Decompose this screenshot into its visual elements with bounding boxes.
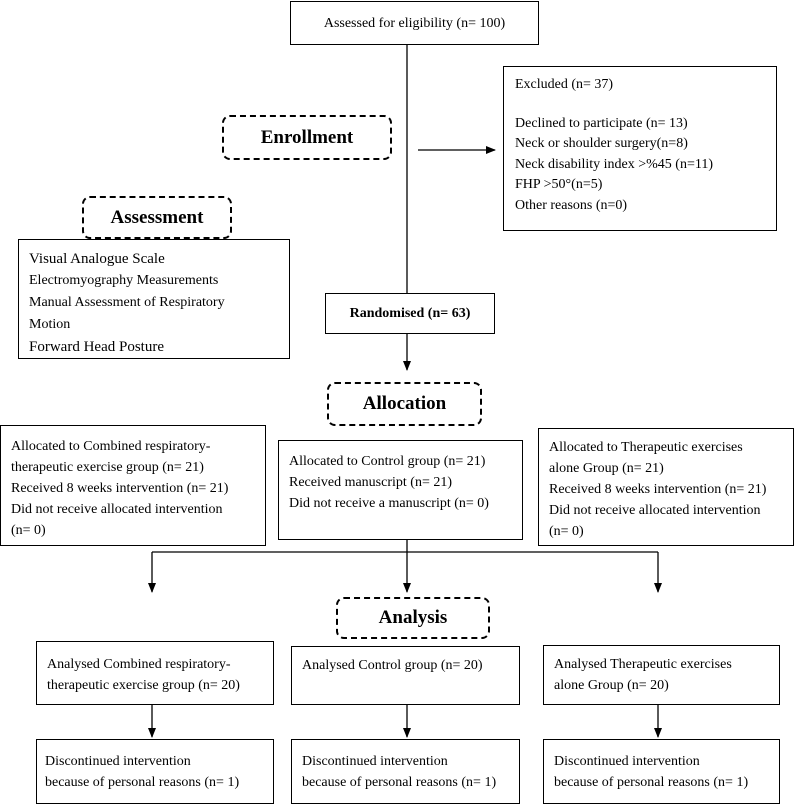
group-line: (n= 0)	[549, 524, 584, 539]
group-line: alone Group (n= 21)	[549, 461, 664, 476]
assessment-stage-label: Assessment	[82, 196, 232, 239]
group-line: (n= 0)	[11, 523, 46, 538]
enrollment-stage-label: Enrollment	[222, 115, 392, 160]
randomised-box: Randomised (n= 63)	[325, 293, 495, 334]
allocation-group-therapeutic: Allocated to Therapeutic exercises alone…	[538, 428, 794, 546]
group-line: therapeutic exercise group (n= 20)	[47, 678, 240, 693]
discontinued-control: Discontinued intervention because of per…	[291, 739, 520, 804]
analysed-group-control: Analysed Control group (n= 20)	[291, 646, 520, 705]
group-line: Analysed Therapeutic exercises	[554, 657, 732, 672]
group-line: alone Group (n= 20)	[554, 678, 669, 693]
excluded-box: Excluded (n= 37) Declined to participate…	[503, 66, 777, 231]
group-line: Received 8 weeks intervention (n= 21)	[11, 481, 229, 496]
excluded-title: Excluded (n= 37)	[515, 77, 614, 92]
assessment-item: Manual Assessment of Respiratory	[29, 295, 225, 310]
allocation-group-combined: Allocated to Combined respiratory- thera…	[0, 425, 266, 546]
group-line: because of personal reasons (n= 1)	[554, 775, 749, 790]
randomised-text: Randomised (n= 63)	[349, 305, 471, 321]
group-line: because of personal reasons (n= 1)	[45, 775, 240, 790]
group-line: Allocated to Therapeutic exercises	[549, 440, 743, 455]
excluded-reason: Other reasons (n=0)	[515, 197, 628, 213]
group-line: Did not receive allocated intervention	[11, 502, 223, 517]
group-line: Discontinued intervention	[554, 754, 700, 769]
excluded-reason: FHP >50°(n=5)	[515, 177, 603, 192]
analysis-stage-label: Analysis	[336, 597, 490, 639]
group-line: Analysed Combined respiratory-	[47, 657, 231, 672]
assessment-item: Motion	[29, 317, 71, 332]
discontinued-therapeutic: Discontinued intervention because of per…	[543, 739, 780, 804]
discontinued-combined: Discontinued intervention because of per…	[36, 739, 274, 804]
assessment-item: Visual Analogue Scale	[29, 251, 165, 267]
group-line: therapeutic exercise group (n= 21)	[11, 460, 204, 475]
assessment-box: Visual Analogue Scale Electromyography M…	[18, 239, 290, 359]
excluded-reason: Neck or shoulder surgery(n=8)	[515, 136, 688, 151]
allocation-stage-label: Allocation	[327, 382, 482, 426]
group-line: Discontinued intervention	[302, 754, 448, 769]
assessment-item: Electromyography Measurements	[29, 273, 219, 288]
analysed-group-therapeutic: Analysed Therapeutic exercises alone Gro…	[543, 645, 780, 705]
excluded-reason: Neck disability index >%45 (n=11)	[515, 156, 714, 172]
group-line: Received 8 weeks intervention (n= 21)	[549, 482, 767, 497]
group-line: Allocated to Control group (n= 21)	[289, 454, 486, 469]
group-line: Allocated to Combined respiratory-	[11, 439, 211, 454]
group-line: Analysed Control group (n= 20)	[302, 658, 483, 673]
excluded-reason: Declined to participate (n= 13)	[515, 115, 688, 131]
eligibility-box: Assessed for eligibility (n= 100)	[290, 1, 539, 45]
eligibility-text: Assessed for eligibility (n= 100)	[323, 15, 506, 31]
group-line: Did not receive allocated intervention	[549, 503, 761, 518]
group-line: because of personal reasons (n= 1)	[302, 775, 497, 790]
allocation-group-control: Allocated to Control group (n= 21) Recei…	[278, 440, 523, 540]
group-line: Discontinued intervention	[45, 754, 191, 769]
analysed-group-combined: Analysed Combined respiratory- therapeut…	[36, 641, 274, 705]
assessment-item: Forward Head Posture	[29, 339, 164, 355]
group-line: Did not receive a manuscript (n= 0)	[289, 496, 489, 511]
group-line: Received manuscript (n= 21)	[289, 475, 453, 490]
